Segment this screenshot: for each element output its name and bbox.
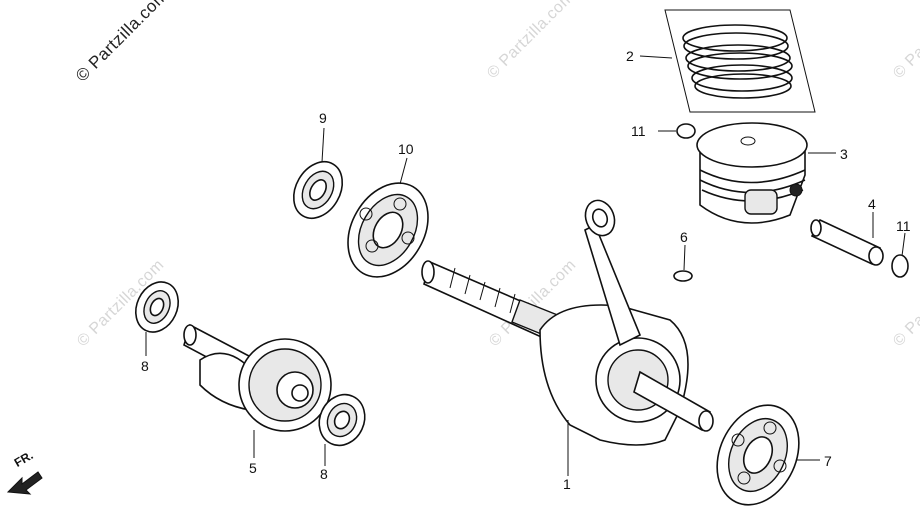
callout-2: 2 [626,48,634,64]
callout-8: 8 [320,466,328,482]
callout-6: 6 [680,229,688,245]
bearing-part-8-left [135,281,179,333]
callout-10: 10 [398,141,414,157]
callout-5: 5 [249,460,257,476]
bearing-part-7 [716,404,800,506]
circlip-part-11-right [891,254,909,278]
circlip-part-11-top [676,123,696,139]
callout-7: 7 [824,453,832,469]
bearing-part-10 [347,182,429,278]
piston-rings-part-2 [664,9,816,113]
leader-lines [145,55,906,476]
key-part-6 [673,270,693,282]
front-arrow-icon [6,471,43,495]
crankshaft-part-1 [421,199,714,446]
bearing-part-8-right [318,393,366,447]
callout-9: 9 [319,110,327,126]
balancer-part-5 [183,323,332,432]
bearing-part-9 [292,160,344,220]
callout-3: 3 [840,146,848,162]
callout-1: 1 [563,476,571,492]
callout-11: 11 [631,123,646,139]
callout-8: 8 [141,358,149,374]
callout-11: 11 [896,218,911,234]
piston-part-3 [696,122,808,224]
piston-pin-part-4 [810,218,884,266]
callout-4: 4 [868,196,876,212]
